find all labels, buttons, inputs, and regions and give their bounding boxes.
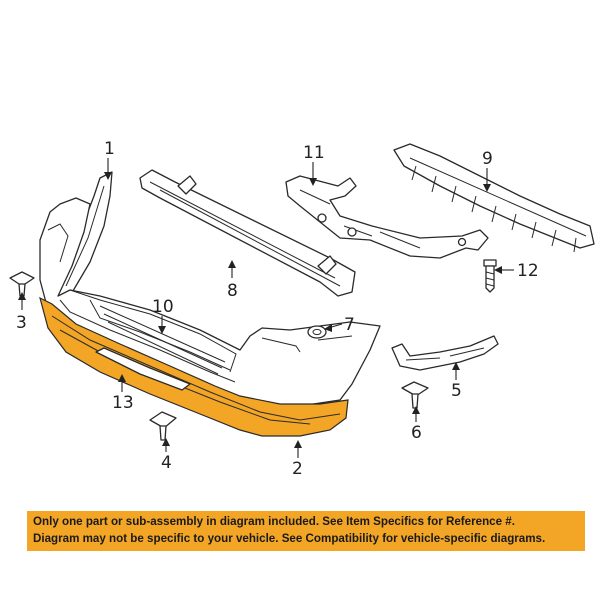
part-4-push-pin <box>149 411 177 441</box>
callout-6: 6 <box>411 423 422 443</box>
part-6-push-pin <box>401 381 429 409</box>
callout-9: 9 <box>482 149 493 169</box>
callout-13: 13 <box>112 393 134 413</box>
callout-7: 7 <box>344 315 355 335</box>
part-7-grommet <box>307 325 327 339</box>
part-3-push-pin <box>9 271 35 297</box>
disclaimer-line-1: Only one part or sub-assembly in diagram… <box>33 515 515 528</box>
callout-11: 11 <box>303 143 325 163</box>
disclaimer-line-2: Diagram may not be specific to your vehi… <box>33 531 546 545</box>
callout-5: 5 <box>451 381 462 401</box>
part-8-impact-bar <box>139 169 356 297</box>
part-13-reflector <box>95 347 191 391</box>
part-9-energy-absorber <box>393 143 595 253</box>
callout-labels: 1 11 9 8 12 3 10 7 13 5 4 6 2 <box>16 139 539 479</box>
callout-8: 8 <box>227 281 238 301</box>
part-11-bracket <box>285 175 489 259</box>
callout-12: 12 <box>517 261 539 281</box>
part-2-lower-valance <box>39 296 349 437</box>
leader-lines <box>18 158 514 458</box>
callout-2: 2 <box>292 459 303 479</box>
callout-3: 3 <box>16 313 27 333</box>
part-12-bolt <box>483 259 497 293</box>
callout-4: 4 <box>161 453 172 473</box>
callout-10: 10 <box>152 297 174 317</box>
callout-1: 1 <box>104 139 115 159</box>
part-5-bracket <box>391 335 499 371</box>
disclaimer-banner: Only one part or sub-assembly in diagram… <box>27 511 585 551</box>
